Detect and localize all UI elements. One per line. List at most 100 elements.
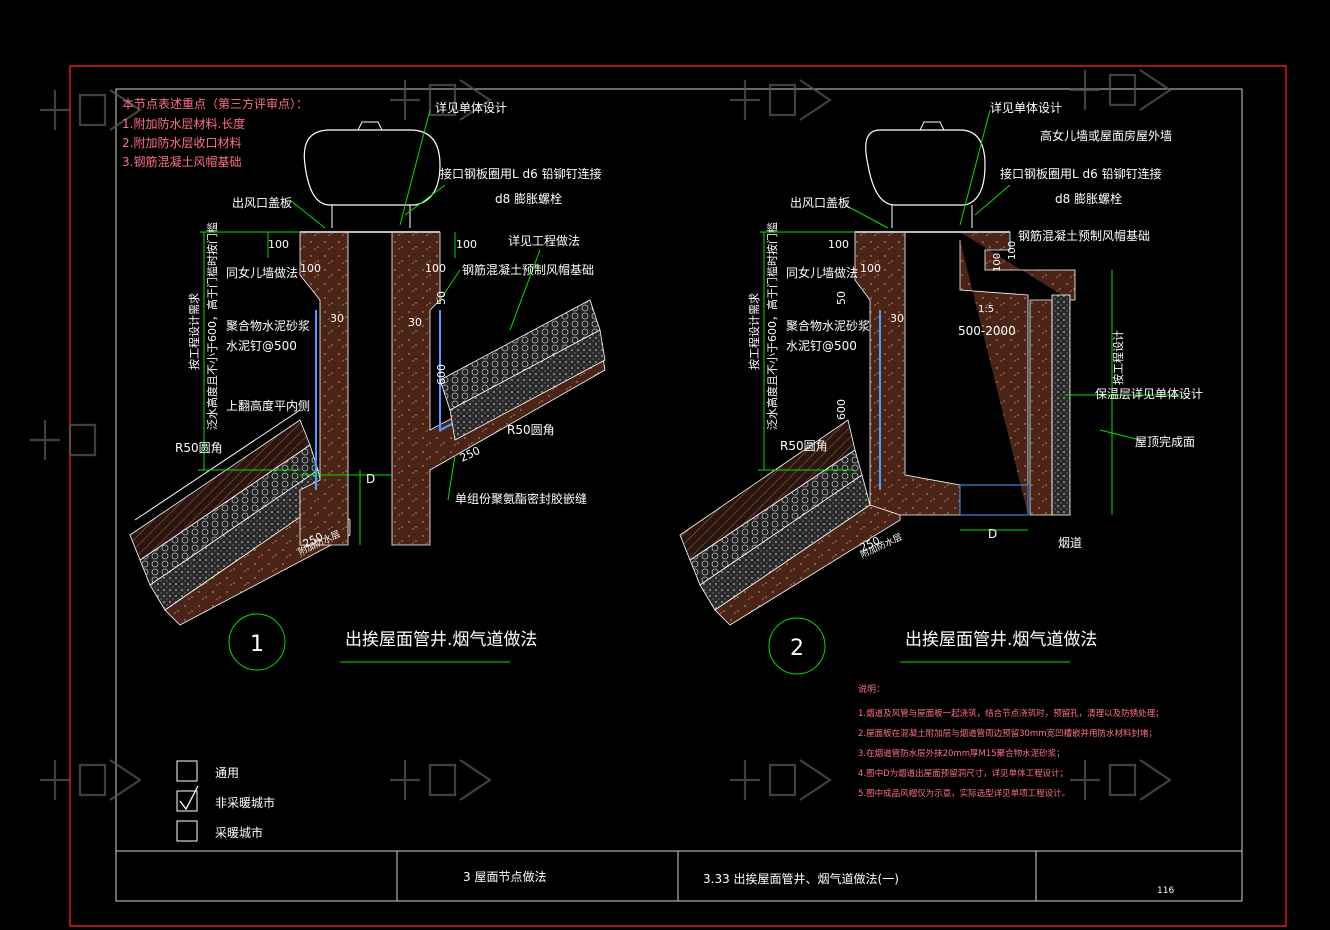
- d1-vertical-note: 按工程设计需求: [187, 293, 201, 370]
- d2-left-wall: [854, 231, 961, 516]
- detail-2-marker: [768, 617, 826, 675]
- legend-label-non-heating: 非采暖城市: [215, 795, 275, 810]
- left-wall-section: [299, 231, 349, 546]
- d1-cement-nail: 水泥钉@500: [226, 339, 297, 353]
- d1-dim-100a: 100: [268, 238, 289, 251]
- d1-parapet: 同女儿墙做法: [226, 265, 298, 280]
- hatch-layer-2: [679, 419, 856, 561]
- checkbox-heating[interactable]: [176, 820, 198, 842]
- d2-cap-connect: 接口钢板圈用L d6 铅铆钉连接: [1000, 166, 1162, 181]
- note-3: 3.在烟道管防水层外抹20mm厚M15聚合物水泥砂浆；: [858, 748, 1065, 759]
- d1-outlet-cover: 出风口盖板: [232, 196, 292, 210]
- notes-heading: 说明：: [858, 683, 885, 695]
- d1-dim-100c: 100: [456, 238, 477, 251]
- review-note-3: 3.钢筋混凝土风帽基础: [122, 154, 241, 169]
- detail-1-marker: [228, 613, 286, 671]
- d2-dim-600: 600: [835, 399, 848, 420]
- d2-high-wall: 高女儿墙或屋面房屋外墙: [1040, 128, 1172, 143]
- detail-2: 详见单体设计 高女儿墙或屋面房屋外墙 接口钢板圈用L d6 铅铆钉连接 d8 膨…: [679, 100, 1203, 675]
- d2-dim-100a: 100: [828, 238, 849, 251]
- detail-2-title: 出挨屋面管井.烟气道做法: [905, 630, 1097, 650]
- d2-precast-base-label: 钢筋混凝土预制风帽基础: [1018, 228, 1150, 243]
- d1-precast-base: 钢筋混凝土预制风帽基础: [462, 262, 594, 277]
- d1-vertical-note2: 泛水高度且不小于600，高于门槛时按门槛: [205, 222, 219, 430]
- page-number: 116: [1157, 886, 1174, 896]
- watermark-group: [30, 69, 1172, 801]
- d2-dim-50: 50: [835, 291, 848, 305]
- title-block: 3 屋面节点做法 3.33 出挨屋面管井、烟气道做法(一) 116: [115, 850, 1243, 902]
- note-1: 1.烟道及风管与屋面板一起浇筑，结合节点浇筑时，预留孔，清理以及防锈处理；: [858, 708, 1164, 719]
- legend-label-general: 通用: [215, 766, 239, 780]
- d2-flue: 烟道: [1058, 536, 1082, 550]
- d2-wind-cap: [865, 129, 986, 206]
- d2-dim-100d: 100: [992, 253, 1003, 272]
- d2-slope: 1:5: [978, 304, 994, 315]
- d1-polymer-mortar: 聚合物水泥砂浆: [226, 318, 310, 333]
- d1-engineering: 详见工程做法: [508, 233, 580, 248]
- review-notes: 本节点表述重点（第三方评审点）： 1.附加防水层材料.长度 2.附加防水层收口材…: [122, 96, 308, 169]
- wind-cap: [303, 129, 441, 206]
- d1-upper-flush: 上翻高度平内侧: [226, 398, 310, 413]
- d2-dim-lines: [758, 231, 1113, 531]
- checkbox-general[interactable]: [176, 760, 198, 782]
- leader-lines-1b: [439, 249, 541, 501]
- d1-dim-30a: 30: [330, 312, 344, 325]
- note-5: 5.图中成品风帽仅为示意，实际选型详见单项工程设计。: [858, 788, 1070, 799]
- d2-dim-100b: 100: [860, 262, 881, 275]
- title-section: 3 屋面节点做法: [463, 869, 546, 884]
- cap-top: [357, 121, 383, 131]
- gravel-layer-right: [449, 329, 606, 441]
- legend-label-heating: 采暖城市: [215, 825, 263, 840]
- d2-expansion-bolt: d8 膨胀螺栓: [1055, 191, 1122, 206]
- d2-parapet: 同女儿墙做法: [786, 265, 858, 280]
- d2-insulation: [1051, 294, 1071, 516]
- dim-lines-1: [267, 232, 456, 545]
- d2-leader-lines: [844, 109, 1180, 441]
- d2-unit-design: 详见单体设计: [990, 100, 1062, 115]
- check-mark-icon: [179, 785, 199, 811]
- d1-dim-50: 50: [435, 291, 448, 305]
- d2-dim-30: 30: [890, 312, 904, 325]
- detail-1-number: 1: [250, 632, 264, 657]
- d2-d: D: [988, 527, 997, 541]
- d1-dim-600: 600: [435, 364, 448, 385]
- d2-roof-finish: 屋顶完成面: [1135, 434, 1195, 449]
- legend: 通用 非采暖城市 采暖城市: [176, 760, 275, 842]
- d1-cap-connect: 接口钢板圈用L d6 铅铆钉连接: [440, 166, 602, 181]
- d2-dim-100c: 100: [1007, 241, 1018, 260]
- d2-vertical-note2: 泛水高度且不小于600，高于门槛时按门槛: [765, 222, 779, 430]
- d1-expansion-bolt: d8 膨胀螺栓: [495, 191, 562, 206]
- checkbox-non-heating[interactable]: [176, 790, 198, 812]
- d1-r50-left: R50圆角: [175, 441, 223, 455]
- dim-line-vertical-1: [198, 231, 300, 471]
- d2-dim-range: 500-2000: [958, 324, 1016, 338]
- detail-2-number: 2: [790, 636, 804, 661]
- review-note-1: 1.附加防水层材料.长度: [122, 116, 245, 131]
- cap-stem: [331, 205, 411, 228]
- d2-vertical-note: 按工程设计需求: [747, 293, 761, 370]
- note-2: 2.屋面板在混凝土附加层与烟道管周边预留30mm宽凹槽嵌并用防水材料封堵；: [858, 728, 1157, 739]
- sheet-border: [69, 65, 1287, 927]
- d1-dim-30b: 30: [408, 316, 422, 329]
- title-drawing: 3.33 出挨屋面管井、烟气道做法(一): [703, 871, 899, 886]
- d1-unit-design: 详见单体设计: [435, 100, 507, 115]
- review-notes-title: 本节点表述重点（第三方评审点）：: [122, 96, 308, 111]
- detail-1-title: 出挨屋面管井.烟气道做法: [345, 630, 537, 650]
- d2-eng-design: 按工程设计: [1111, 330, 1125, 385]
- d2-polymer-mortar: 聚合物水泥砂浆: [786, 318, 870, 333]
- d1-dim-100b: 100: [300, 262, 321, 275]
- d1-dim-100d: 100: [425, 262, 446, 275]
- d2-cement-nail: 水泥钉@500: [786, 339, 857, 353]
- d2-r50: R50圆角: [780, 439, 828, 453]
- d1-sealant: 单组份聚氨酯密封胶嵌缝: [455, 491, 587, 506]
- leader-lines-1: [289, 109, 446, 229]
- d2-cap-top: [919, 121, 945, 131]
- d2-cap-stem: [891, 205, 973, 228]
- d2-shaft-wall: [959, 240, 1029, 515]
- detail-1: 详见单体设计 接口钢板圈用L d6 铅铆钉连接 d8 膨胀螺栓 出风口盖板 详见…: [129, 100, 606, 671]
- d1-r50-right: R50圆角: [507, 423, 555, 437]
- d1-d: D: [366, 472, 375, 486]
- d2-outlet-cover: 出风口盖板: [790, 196, 850, 210]
- d2-insulation-label: 保温层详见单体设计: [1095, 386, 1203, 401]
